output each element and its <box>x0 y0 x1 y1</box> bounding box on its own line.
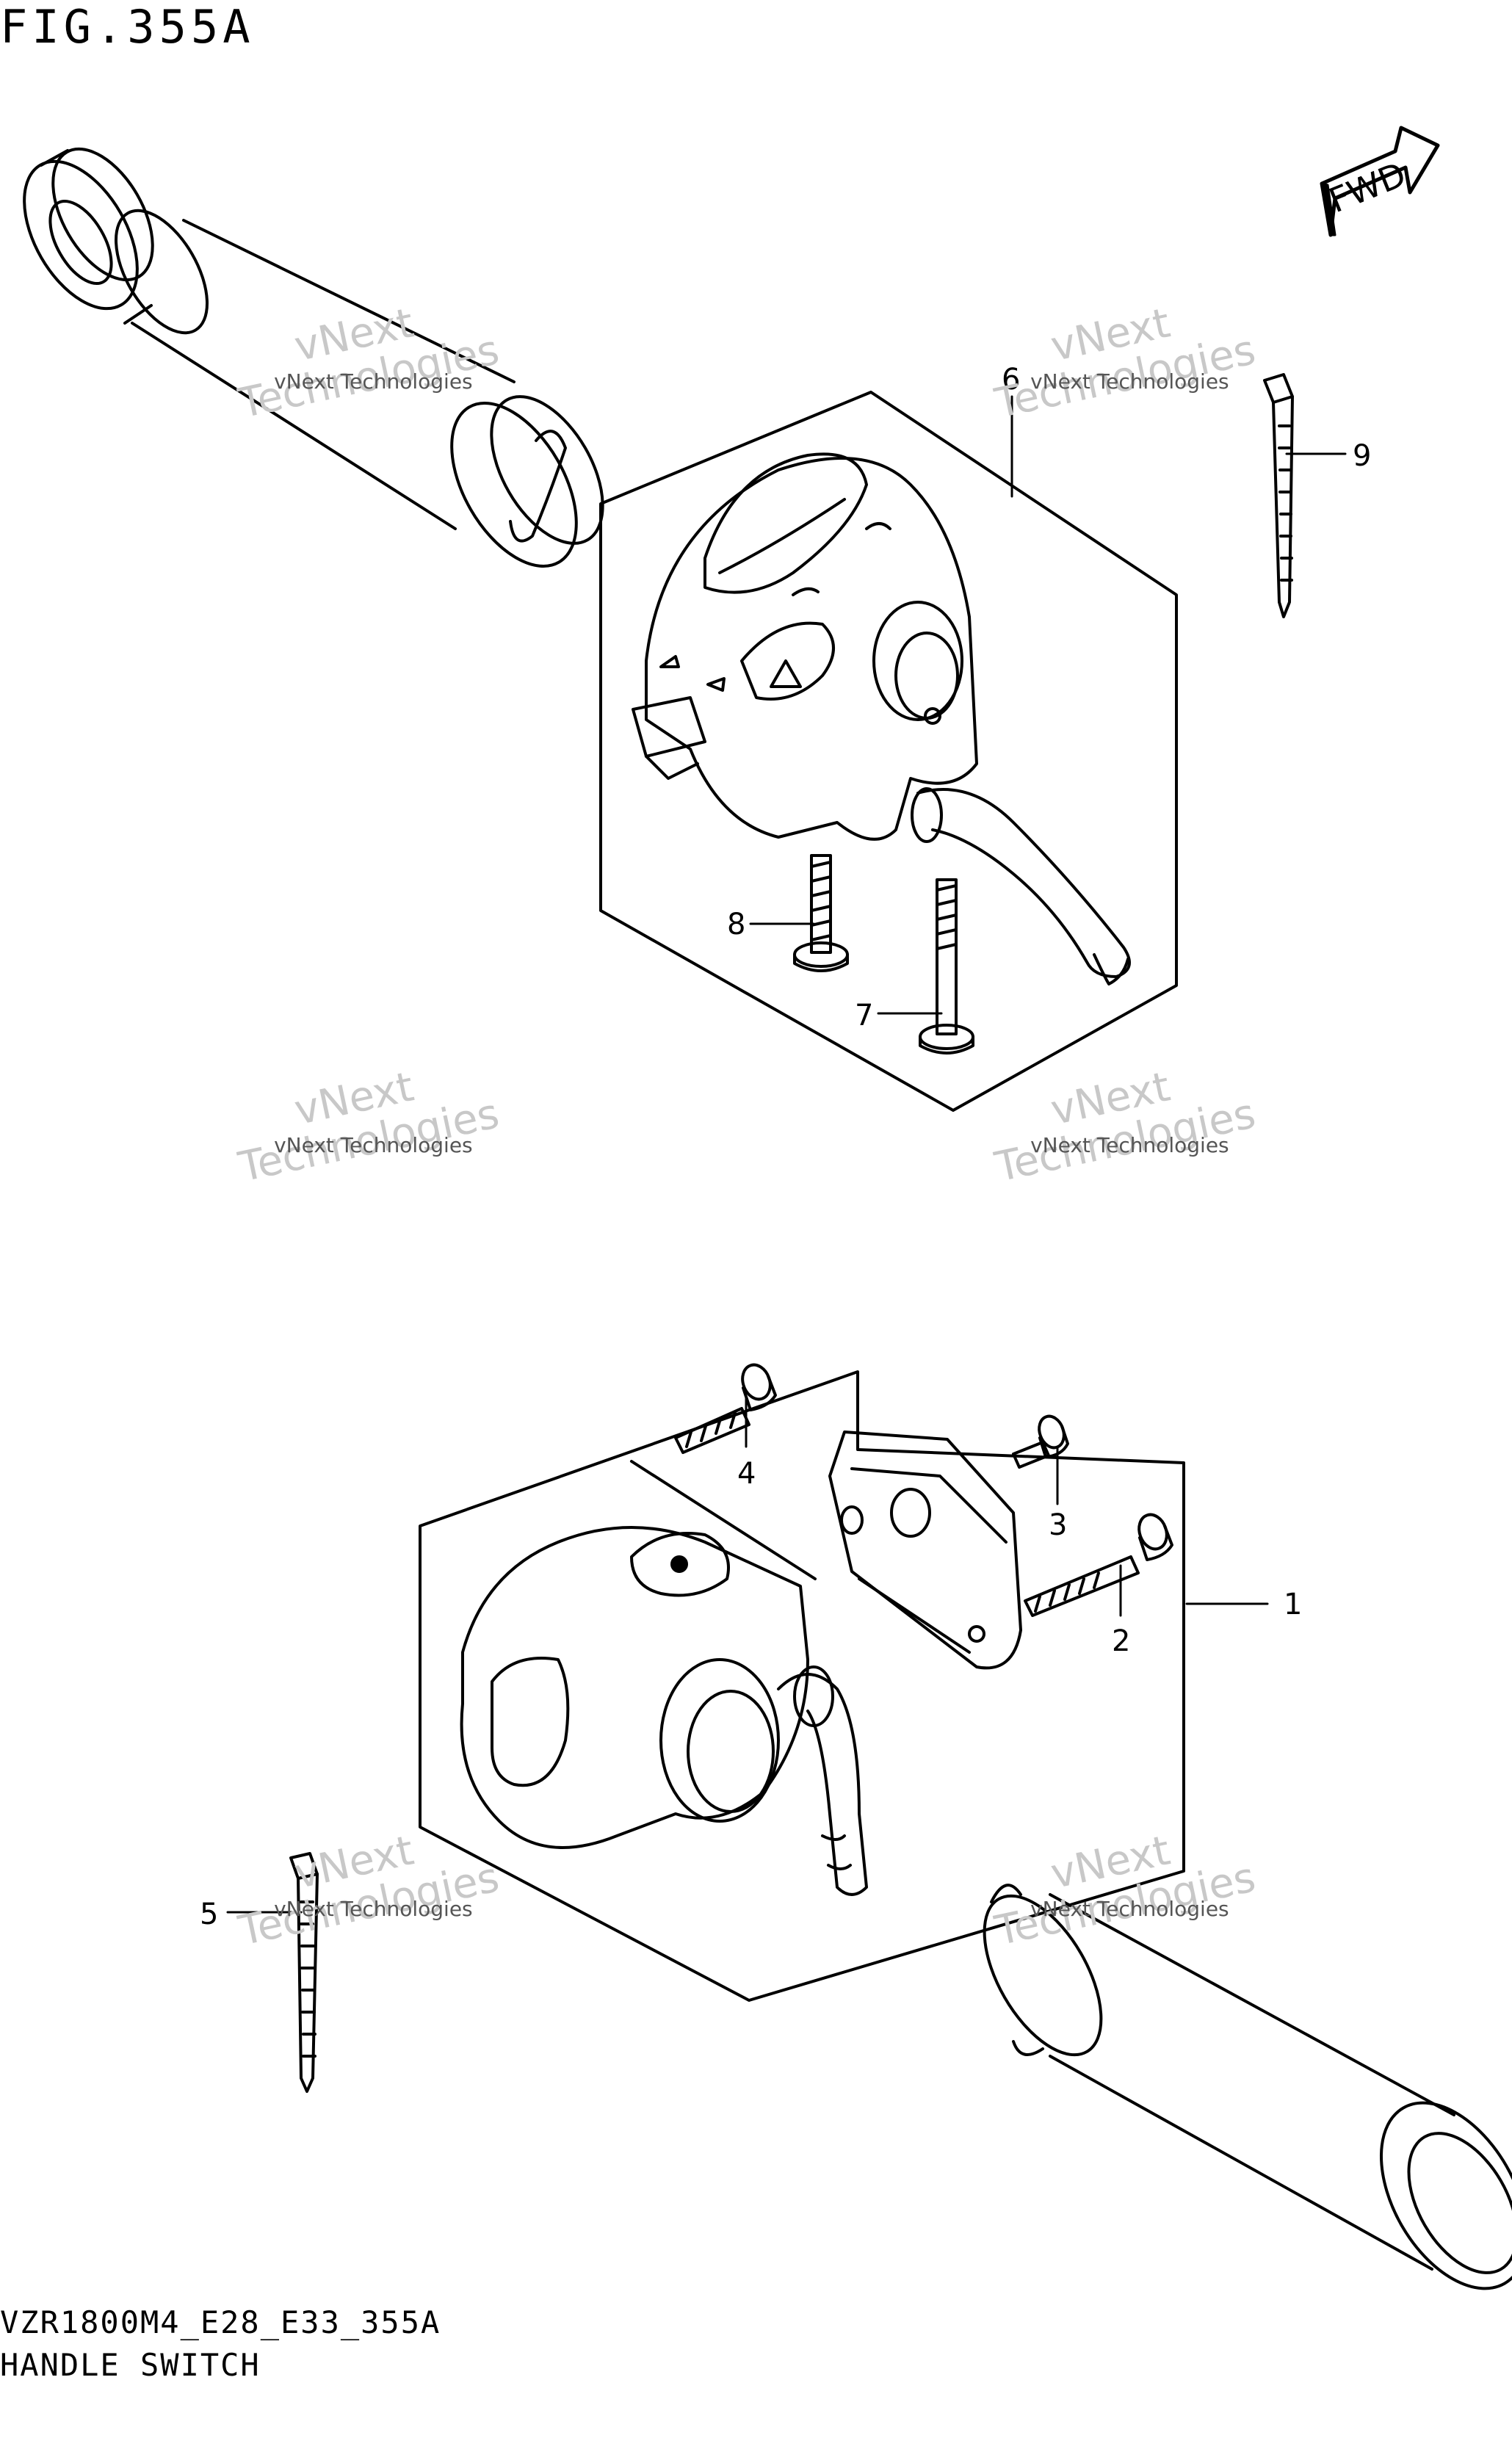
cable-tie-5 <box>289 1852 319 2093</box>
svg-text:vNext Technologies: vNext Technologies <box>1030 1133 1229 1157</box>
right-handle-switch <box>460 1526 868 1896</box>
fwd-arrow-icon: FWD <box>1320 126 1440 237</box>
callout-3: 3 <box>1049 1508 1067 1542</box>
svg-text:vNext Technologies: vNext Technologies <box>274 369 473 394</box>
upper-switch-box <box>599 391 1178 1112</box>
lower-switch-box <box>419 1370 1185 2002</box>
svg-text:vNext Technologies: vNext Technologies <box>1030 369 1229 394</box>
callout-2: 2 <box>1112 1624 1130 1658</box>
left-handle-switch <box>632 452 1131 985</box>
screw-2 <box>1024 1513 1173 1617</box>
svg-text:vNext Technologies: vNext Technologies <box>274 1133 473 1157</box>
callout-6: 6 <box>1002 363 1020 397</box>
callout-1: 1 <box>1284 1588 1302 1621</box>
section-name: HANDLE SWITCH <box>0 2347 261 2383</box>
model-code: VZR1800M4_E28_E33_355A <box>0 2304 441 2340</box>
callout-4: 4 <box>737 1457 756 1491</box>
screw-4 <box>674 1363 777 1454</box>
callout-9: 9 <box>1353 439 1371 473</box>
watermarks: vNext Technologies vNext Technologies vN… <box>234 300 1259 1956</box>
throttle-grip-top <box>23 147 604 568</box>
screw-8 <box>793 854 849 972</box>
screw-7 <box>919 878 974 1055</box>
cable-tie-9 <box>1263 373 1294 618</box>
leader-lines <box>226 395 1347 1914</box>
svg-text:vNext Technologies: vNext Technologies <box>1030 1897 1229 1921</box>
switch-clamp <box>828 1430 1022 1670</box>
callout-7: 7 <box>855 999 873 1032</box>
callout-8: 8 <box>727 908 745 941</box>
grip-bottom <box>983 1884 1512 2290</box>
svg-text:vNext Technologies: vNext Technologies <box>274 1897 473 1921</box>
figure-label: FIG.355A <box>0 0 255 54</box>
callout-5: 5 <box>200 1898 218 1931</box>
